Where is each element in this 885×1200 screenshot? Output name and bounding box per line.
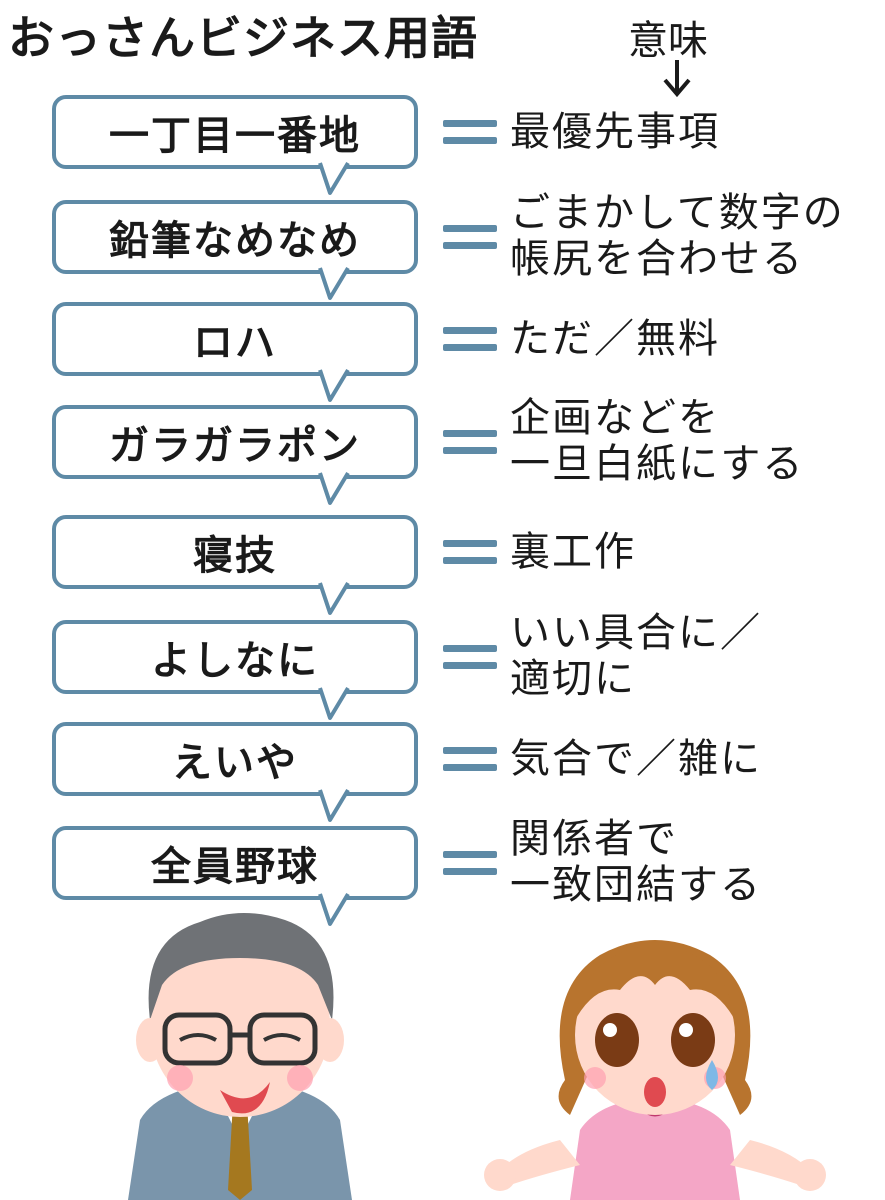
meaning-line: 一旦白紙にする <box>510 441 805 487</box>
meaning-text: 関係者で一致団結する <box>510 816 762 908</box>
meaning-text: 企画などを一旦白紙にする <box>510 395 804 487</box>
equals-icon <box>443 117 497 147</box>
speech-bubble: よしなに <box>52 620 418 694</box>
meaning-line: 企画などを <box>510 395 720 441</box>
bubble-tail-icon <box>318 471 350 505</box>
term-text: 鉛筆なめなめ <box>109 218 361 264</box>
bubble-tail-icon <box>318 892 350 926</box>
meaning-text: ごまかして数字の帳尻を合わせる <box>510 190 845 282</box>
equals-icon <box>443 427 497 457</box>
down-arrow-icon <box>663 60 691 98</box>
speech-bubble: ガラガラポン <box>52 405 418 479</box>
bubble-tail-icon <box>318 266 350 300</box>
term-text: 一丁目一番地 <box>109 113 361 159</box>
meaning-text: 気合で／雑に <box>510 736 762 782</box>
term-text: 寝技 <box>193 533 277 579</box>
term-text: ガラガラポン <box>109 423 361 469</box>
page-title: おっさんビジネス用語 <box>8 11 478 65</box>
term-text: 全員野球 <box>151 844 319 890</box>
man-illustration-icon <box>128 912 352 1200</box>
equals-icon <box>443 642 497 672</box>
term-text: よしなに <box>151 638 319 684</box>
meaning-line: 適切に <box>510 656 636 702</box>
meaning-line: 帳尻を合わせる <box>510 236 804 282</box>
meaning-text: ただ／無料 <box>510 316 720 362</box>
meaning-text: 最優先事項 <box>510 109 720 155</box>
equals-icon <box>443 222 497 252</box>
bubble-tail-icon <box>318 581 350 615</box>
term-text: ロハ <box>193 320 277 366</box>
meaning-line: 裏工作 <box>510 529 636 575</box>
bubble-tail-icon <box>318 686 350 720</box>
woman-illustration-icon <box>484 940 826 1200</box>
meaning-line: ただ／無料 <box>510 316 720 362</box>
meaning-column-label: 意味 <box>628 18 708 64</box>
equals-icon <box>443 848 497 878</box>
equals-icon <box>443 537 497 567</box>
equals-icon <box>443 324 497 354</box>
meaning-text: いい具合に／適切に <box>510 610 762 702</box>
bubble-tail-icon <box>318 788 350 822</box>
speech-bubble: 一丁目一番地 <box>52 95 418 169</box>
meaning-line: 気合で／雑に <box>510 736 762 782</box>
speech-bubble: えいや <box>52 722 418 796</box>
meaning-text: 裏工作 <box>510 529 636 575</box>
equals-icon <box>443 744 497 774</box>
meaning-line: 関係者で <box>510 816 678 862</box>
bubble-tail-icon <box>318 161 350 195</box>
bubble-tail-icon <box>318 368 350 402</box>
meaning-line: 一致団結する <box>510 862 762 908</box>
meaning-line: 最優先事項 <box>510 109 720 155</box>
speech-bubble: 全員野球 <box>52 826 418 900</box>
term-text: えいや <box>172 740 298 786</box>
speech-bubble: 寝技 <box>52 515 418 589</box>
meaning-line: ごまかして数字の <box>510 190 845 236</box>
speech-bubble: 鉛筆なめなめ <box>52 200 418 274</box>
speech-bubble: ロハ <box>52 302 418 376</box>
meaning-line: いい具合に／ <box>510 610 762 656</box>
